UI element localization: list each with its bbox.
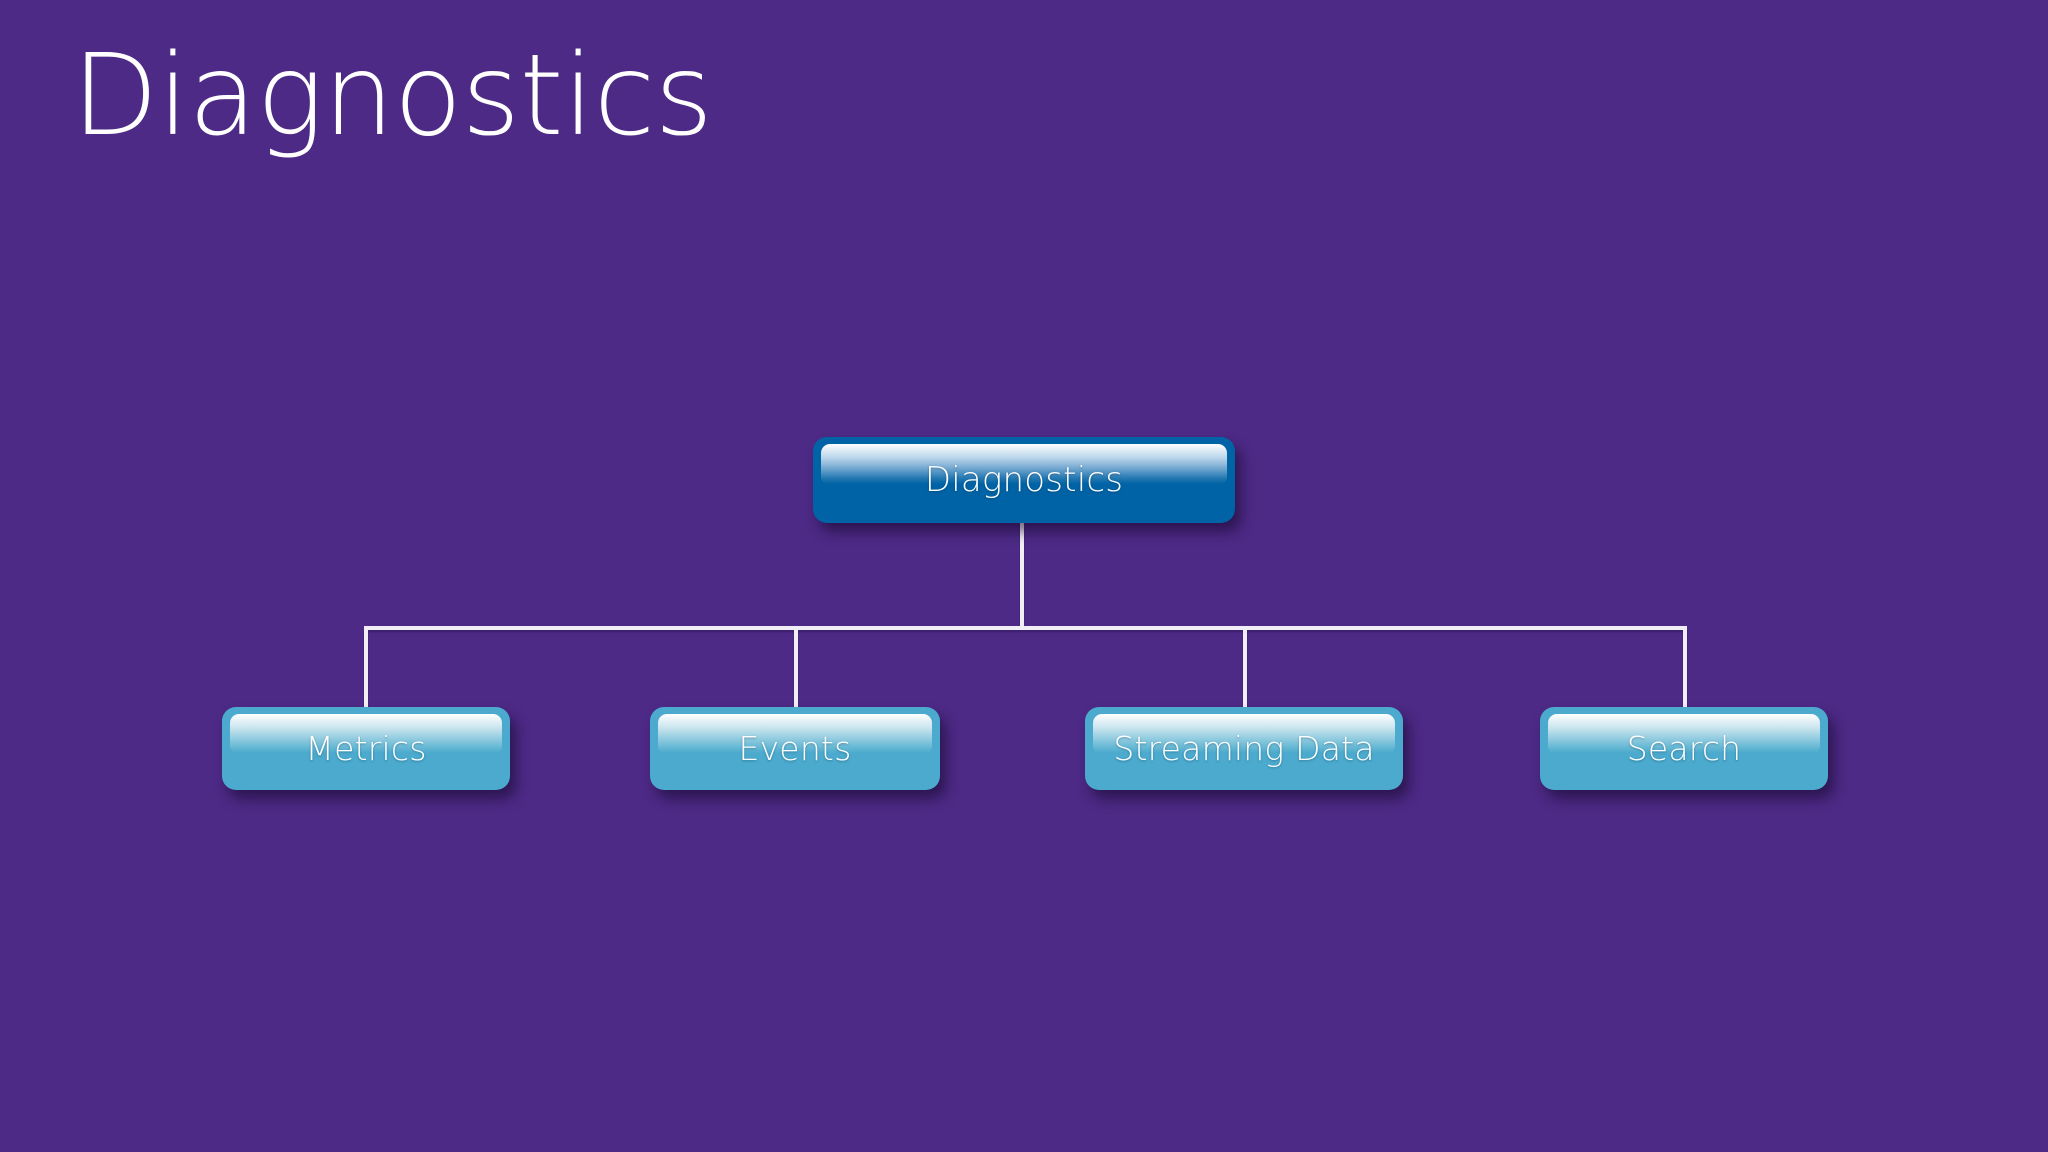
connector-shadows [363,525,1688,709]
node-label: Events [738,729,852,768]
node-label: Streaming Data [1113,729,1375,768]
node-events[interactable]: Events [650,707,940,790]
page-title: Diagnostics [72,31,713,161]
node-search[interactable]: Search [1540,707,1828,790]
node-label: Metrics [305,729,427,768]
node-metrics[interactable]: Metrics [222,707,510,790]
node-streaming-data[interactable]: Streaming Data [1085,707,1403,790]
node-diagnostics[interactable]: Diagnostics [813,437,1235,523]
connector-strokes [364,521,1687,708]
node-label: Search [1626,729,1742,768]
node-label: Diagnostics [924,460,1124,500]
